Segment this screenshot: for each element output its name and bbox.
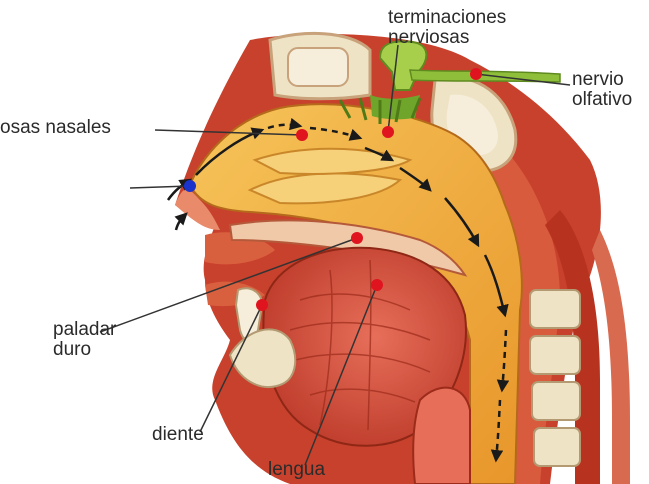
label-lengua: lengua	[268, 460, 325, 480]
label-line: paladar	[53, 320, 116, 340]
label-line: diente	[152, 425, 204, 445]
label-line: nerviosas	[388, 28, 506, 48]
tooth-marker	[256, 299, 268, 311]
label-paladar-duro: paladar duro	[53, 320, 116, 360]
label-nervio-olfativo: nervio olfativo	[572, 70, 632, 110]
nasal-cavity-marker	[296, 129, 308, 141]
tongue-marker	[371, 279, 383, 291]
label-line: olfativo	[572, 90, 632, 110]
label-fosas-nasales: osas nasales	[0, 118, 111, 138]
nerve-endings-marker	[382, 126, 394, 138]
label-terminaciones-nerviosas: terminaciones nerviosas	[388, 8, 506, 48]
olfactory-nerve-marker	[470, 68, 482, 80]
hard-palate-marker	[351, 232, 363, 244]
label-line: lengua	[268, 460, 325, 480]
label-line: osas nasales	[0, 118, 111, 138]
label-diente: diente	[152, 425, 204, 445]
nostril-marker	[184, 180, 196, 192]
label-line: terminaciones	[388, 8, 506, 28]
label-line: nervio	[572, 70, 632, 90]
larynx	[413, 388, 470, 484]
label-line: duro	[53, 340, 116, 360]
